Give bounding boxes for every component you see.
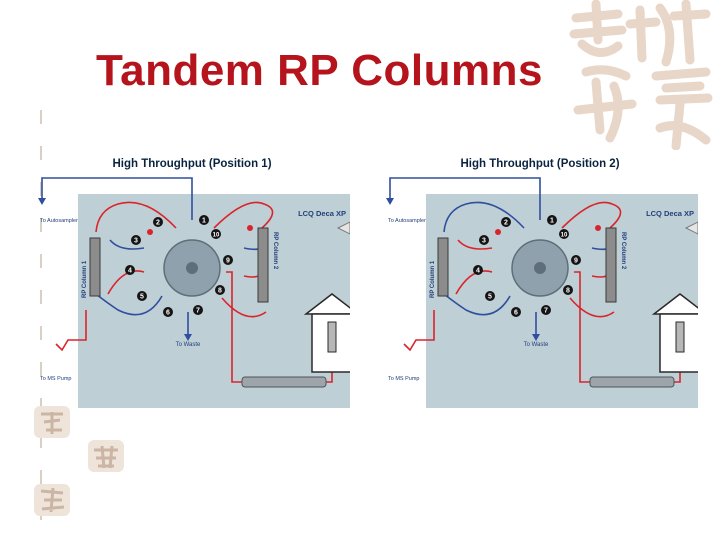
- rp-column-1: [437, 237, 449, 297]
- calligraphy-decoration: [569, 0, 713, 150]
- port-label: 8: [218, 288, 222, 295]
- ms-pump-line: [55, 310, 87, 352]
- port-label: 1: [202, 218, 206, 225]
- port-marker-7: 7: [193, 305, 203, 315]
- spray-cone: [684, 221, 698, 235]
- port-marker-2: 2: [153, 217, 163, 227]
- port-label: 10: [561, 233, 568, 239]
- rp-column-2: [605, 227, 617, 303]
- port-marker-9: 9: [223, 255, 233, 265]
- port-label: 2: [156, 220, 160, 227]
- port-marker-8: 8: [563, 285, 573, 295]
- diagram-header: High Throughput (Position 2): [460, 158, 619, 170]
- port-label: 1: [550, 218, 554, 225]
- port-marker-4: 4: [125, 265, 135, 275]
- port-label: 9: [226, 258, 230, 265]
- rp-column-1-label: RP Column 1: [430, 260, 436, 298]
- port-marker-8: 8: [215, 285, 225, 295]
- instrument-panel: [78, 194, 350, 408]
- arrow-icon: [38, 198, 46, 205]
- stamp-decoration: [34, 484, 70, 516]
- stamp-decoration: [88, 440, 124, 472]
- port-marker-3: 3: [131, 235, 141, 245]
- slide-title: Tandem RP Columns: [96, 46, 543, 95]
- arrow-icon: [386, 198, 394, 205]
- to-autosampler-label: To Autosampler: [388, 218, 426, 224]
- port-label: 8: [566, 288, 570, 295]
- port-marker-2: 2: [501, 217, 511, 227]
- instrument-panel: [426, 194, 698, 408]
- inline-filter: [589, 376, 675, 388]
- spray-cone: [336, 221, 350, 235]
- instrument-label: LCQ Deca XP: [298, 209, 346, 218]
- rp-column-2-label: RP Column 2: [620, 232, 626, 270]
- port-marker-5: 5: [137, 291, 147, 301]
- port-marker-1: 1: [547, 215, 557, 225]
- port-marker-4: 4: [473, 265, 483, 275]
- rp-column-2: [257, 227, 269, 303]
- port-label: 10: [213, 233, 220, 239]
- diagram-header: High Throughput (Position 1): [112, 158, 271, 170]
- port-label: 5: [140, 294, 144, 301]
- arrow-icon: [184, 334, 192, 341]
- port-label: 5: [488, 294, 492, 301]
- autosampler-line: [389, 177, 541, 220]
- port-marker-6: 6: [511, 307, 521, 317]
- port-marker-10: 10: [211, 229, 221, 239]
- port-label: 3: [134, 238, 138, 245]
- arrow-icon: [532, 334, 540, 341]
- autosampler-line: [41, 177, 193, 220]
- port-label: 7: [544, 308, 548, 315]
- port-marker-10: 10: [559, 229, 569, 239]
- to-autosampler-label: To Autosampler: [40, 218, 78, 224]
- ms-pump-line: [403, 310, 435, 352]
- to-ms-pump-label: To MS Pump: [388, 376, 419, 382]
- port-marker-5: 5: [485, 291, 495, 301]
- to-waste-label: To Waste: [176, 342, 201, 348]
- valve-diagram-position-2: High Throughput (Position 2) LCQ Deca XP…: [384, 148, 698, 410]
- stamp-decoration: [34, 406, 70, 438]
- port-marker-9: 9: [571, 255, 581, 265]
- port-marker-7: 7: [541, 305, 551, 315]
- port-marker-1: 1: [199, 215, 209, 225]
- port-marker-6: 6: [163, 307, 173, 317]
- port-label: 9: [574, 258, 578, 265]
- port-label: 2: [504, 220, 508, 227]
- decorative-dashed-line: [40, 110, 42, 530]
- port-marker-3: 3: [479, 235, 489, 245]
- instrument-label: LCQ Deca XP: [646, 209, 694, 218]
- to-ms-pump-label: To MS Pump: [40, 376, 71, 382]
- rp-column-2-label: RP Column 2: [272, 232, 278, 270]
- to-waste-label: To Waste: [524, 342, 549, 348]
- port-label: 3: [482, 238, 486, 245]
- inline-filter: [241, 376, 327, 388]
- rp-column-1: [89, 237, 101, 297]
- port-label: 4: [128, 268, 132, 275]
- port-label: 6: [514, 310, 518, 317]
- valve-diagram-position-1: High Throughput (Position 1) LCQ Deca XP…: [36, 148, 350, 410]
- rp-column-1-label: RP Column 1: [82, 260, 88, 298]
- port-label: 7: [196, 308, 200, 315]
- port-label: 6: [166, 310, 170, 317]
- port-label: 4: [476, 268, 480, 275]
